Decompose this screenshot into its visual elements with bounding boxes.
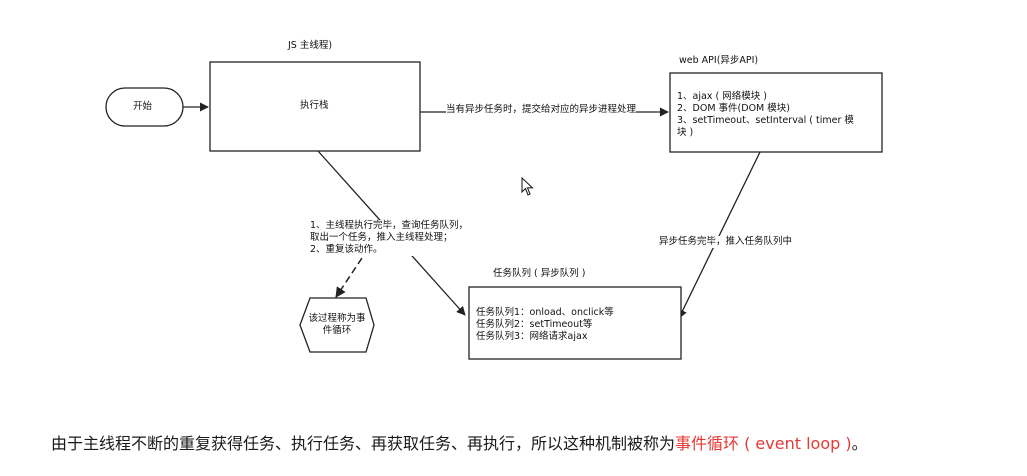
- start-label: 开始: [133, 101, 153, 112]
- event-loop-node-label: 该过程称为事 件循环: [303, 313, 371, 337]
- task-queue-list: 任务队列1：onload、onclick等 任务队列2：setTimeout等 …: [476, 307, 676, 343]
- web-api-item: 3、setTimeout、setInterval ( timer 模: [677, 115, 854, 126]
- caption-prefix: 由于主线程不断的重复获得任务、执行任务、再获取任务、再执行，所以这种机制被称为: [51, 434, 676, 453]
- mouse-cursor-icon: [521, 177, 534, 196]
- complete-edge-label: 异步任务完毕，推入任务队列中: [659, 236, 793, 248]
- main-thread-title: JS 主线程): [288, 40, 333, 51]
- web-api-item: 块 ): [677, 127, 694, 138]
- web-api-title: web API(异步API): [679, 55, 759, 66]
- web-api-box: [669, 72, 883, 153]
- task-queue-item: 任务队列1：onload、onclick等: [476, 307, 614, 318]
- caption-highlight: 事件循环 ( event loop ): [675, 434, 852, 453]
- event-loop-line: 件循环: [322, 325, 352, 336]
- note-line: 1、主线程执行完毕，查询任务队列，: [310, 220, 469, 231]
- caption: 由于主线程不断的重复获得任务、执行任务、再获取任务、再执行，所以这种机制被称为事…: [51, 433, 868, 455]
- async-edge-label: 当有异步任务时，提交给对应的异步进程处理: [446, 104, 637, 116]
- dashed-arrow-to-event-loop: [335, 248, 369, 298]
- note-line: 取出一个任务，推入主线程处理；: [310, 232, 453, 243]
- caption-suffix: 。: [851, 434, 868, 453]
- arrow-webapi-to-queue: [678, 151, 761, 319]
- task-queue-box: [468, 286, 682, 360]
- task-queue-item: 任务队列3：网络请求ajax: [476, 331, 588, 342]
- web-api-item: 1、ajax ( 网络模块 ): [677, 91, 767, 102]
- exec-stack-box: [209, 61, 421, 152]
- task-queue-title: 任务队列 ( 异步队列 ): [493, 268, 586, 279]
- web-api-list: 1、ajax ( 网络模块 ) 2、DOM 事件(DOM 模块) 3、setTi…: [677, 91, 880, 139]
- web-api-item: 2、DOM 事件(DOM 模块): [677, 103, 790, 114]
- note-line: 2、重复该动作。: [310, 244, 383, 255]
- task-queue-item: 任务队列2：setTimeout等: [476, 319, 593, 330]
- main-loop-note: 1、主线程执行完毕，查询任务队列， 取出一个任务，推入主线程处理； 2、重复该动…: [310, 220, 510, 256]
- event-loop-node: [299, 297, 375, 353]
- exec-stack-label: 执行栈: [300, 100, 329, 111]
- event-loop-line: 该过程称为事: [308, 313, 366, 324]
